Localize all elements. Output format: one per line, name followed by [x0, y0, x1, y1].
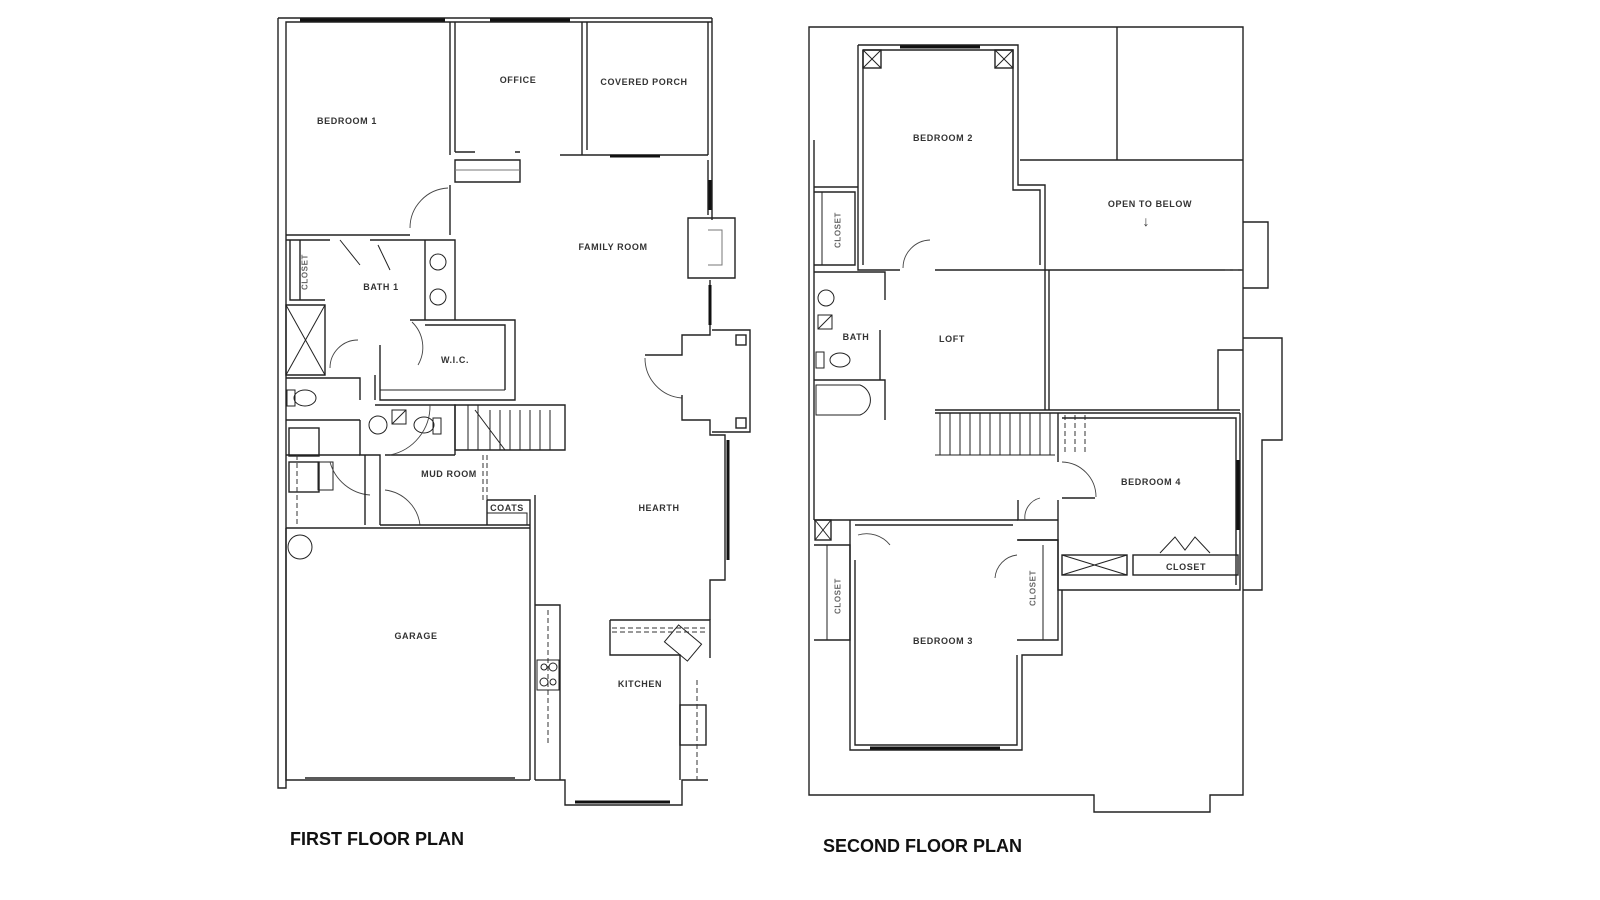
second-floor-walls [808, 26, 1283, 813]
room-label-closet-bedroom-3-left: CLOSET [833, 577, 843, 615]
first-floor-plan-title: FIRST FLOOR PLAN [290, 829, 464, 849]
room-label-family-room: FAMILY ROOM [578, 242, 648, 252]
room-label-coats: COATS [490, 503, 524, 513]
room-label-garage: GARAGE [394, 631, 438, 641]
room-label-bedroom-3: BEDROOM 3 [913, 636, 973, 646]
room-label-loft: LOFT [939, 334, 965, 344]
room-label-bath-1: BATH 1 [363, 282, 399, 292]
room-label-closet: CLOSET [300, 253, 310, 291]
room-label-bath: BATH [842, 332, 870, 342]
room-label-open-to-below: OPEN TO BELOW [1107, 199, 1193, 209]
room-label-covered-porch: COVERED PORCH [600, 77, 688, 87]
room-label-office: OFFICE [499, 75, 537, 85]
room-label-wic: W.I.C. [440, 355, 470, 365]
room-label-closet-bedroom-4: CLOSET [1165, 562, 1207, 572]
room-label-bedroom-2: BEDROOM 2 [913, 133, 973, 143]
room-label-bedroom-1: BEDROOM 1 [317, 116, 377, 126]
down-arrow-icon: ↓ [1142, 213, 1150, 229]
room-label-kitchen: KITCHEN [617, 679, 663, 689]
first-floor-walls [277, 17, 751, 806]
second-floor-plan-title: SECOND FLOOR PLAN [823, 836, 1023, 856]
room-label-hearth: HEARTH [638, 503, 680, 513]
room-label-bedroom-4: BEDROOM 4 [1121, 477, 1181, 487]
room-label-closet-bedroom-3-right: CLOSET [1028, 569, 1038, 607]
room-label-closet-bedroom-2: CLOSET [833, 211, 843, 249]
room-label-mud-room: MUD ROOM [421, 469, 477, 479]
